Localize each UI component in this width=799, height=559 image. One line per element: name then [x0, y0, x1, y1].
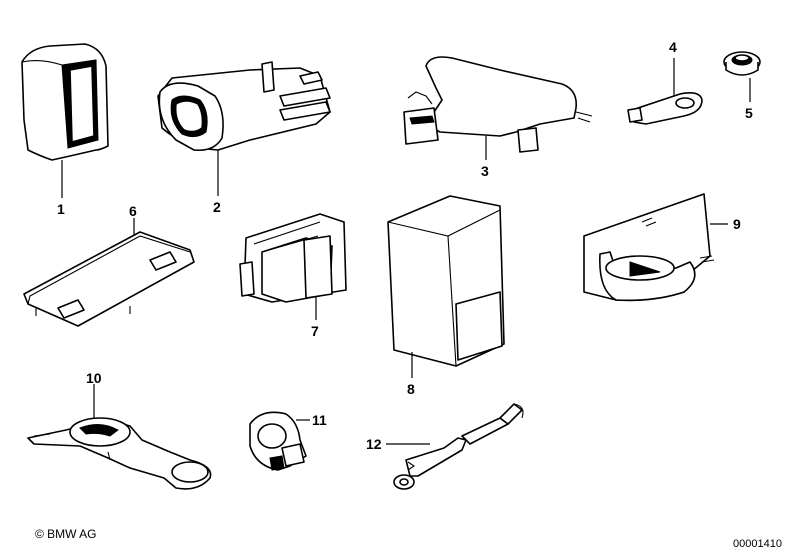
callout-3: 3 — [481, 163, 489, 179]
callout-7: 7 — [311, 323, 319, 339]
callout-6: 6 — [129, 203, 137, 219]
callout-1: 1 — [57, 201, 65, 217]
part-7-relay-socket[interactable] — [239, 213, 347, 303]
copyright-notice: © BMW AG — [35, 527, 97, 541]
part-3-cover[interactable] — [403, 56, 593, 153]
callout-8: 8 — [407, 381, 415, 397]
part-12-fuse-lead[interactable] — [393, 403, 524, 490]
part-8-cap[interactable] — [387, 195, 505, 367]
callout-4: 4 — [669, 39, 677, 55]
callout-11: 11 — [312, 412, 327, 428]
callout-9: 9 — [733, 216, 741, 232]
part-1-boot-cover[interactable] — [21, 43, 109, 161]
part-10-cable-holder[interactable] — [27, 417, 212, 490]
part-2-connector-housing[interactable] — [157, 61, 331, 152]
part-9-bracket[interactable] — [583, 193, 715, 302]
drawing-number: 00001410 — [733, 538, 782, 550]
callout-2: 2 — [213, 199, 221, 215]
part-5-grommet[interactable] — [723, 51, 761, 76]
part-11-clip[interactable] — [249, 411, 307, 471]
part-6-cover-plate[interactable] — [23, 231, 195, 327]
part-4-ring-terminal[interactable] — [627, 92, 703, 125]
callout-5: 5 — [745, 105, 753, 121]
callout-12: 12 — [366, 436, 382, 452]
callout-10: 10 — [86, 370, 102, 386]
